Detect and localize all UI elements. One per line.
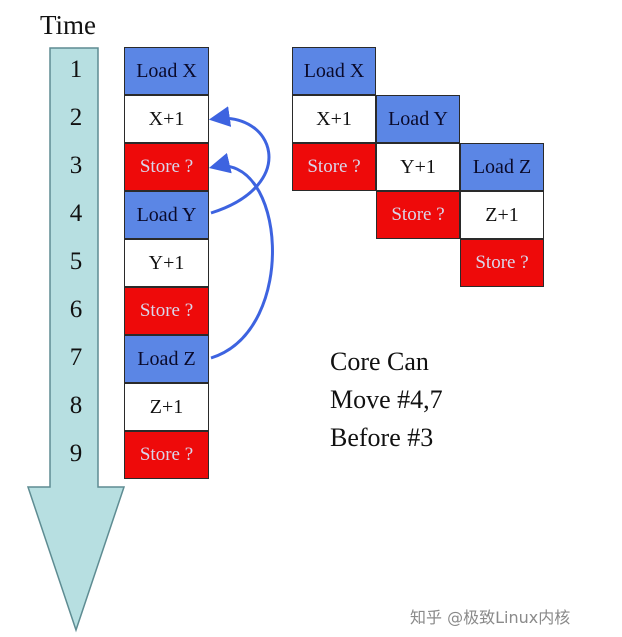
note-line-3: Before #3 [330, 423, 434, 452]
reordered-cell-load-z: Load Z [460, 143, 544, 191]
time-step-3: 3 [69, 152, 83, 179]
time-step-7: 7 [69, 344, 83, 371]
time-step-2: 2 [69, 104, 83, 131]
core-reorder-note: Core Can Move #4,7 Before #3 [330, 343, 443, 457]
reordered-cell-store-x: Store ? [292, 143, 376, 191]
reordered-cell-z-plus-1: Z+1 [460, 191, 544, 239]
note-line-1: Core Can [330, 347, 429, 376]
program-cell-2: X+1 [124, 95, 209, 143]
time-step-9: 9 [69, 440, 83, 467]
reordered-cell-y-plus-1: Y+1 [376, 143, 460, 191]
time-step-6: 6 [69, 296, 83, 323]
program-cell-3: Store ? [124, 143, 209, 191]
program-cell-8: Z+1 [124, 383, 209, 431]
reordered-cell-store-y: Store ? [376, 191, 460, 239]
time-step-1: 1 [69, 56, 83, 83]
reordered-cell-load-y: Load Y [376, 95, 460, 143]
reordered-cell-x-plus-1: X+1 [292, 95, 376, 143]
watermark: 知乎 @极致Linux内核 [410, 608, 571, 627]
time-step-4: 4 [69, 200, 83, 227]
reordered-cell-load-x: Load X [292, 47, 376, 95]
time-axis-title: Time [40, 10, 97, 40]
time-step-5: 5 [69, 248, 83, 275]
program-cell-5: Y+1 [124, 239, 209, 287]
program-cell-7: Load Z [124, 335, 209, 383]
program-cell-9: Store ? [124, 431, 209, 479]
program-cell-1: Load X [124, 47, 209, 95]
note-line-2: Move #4,7 [330, 385, 443, 414]
program-cell-6: Store ? [124, 287, 209, 335]
reordered-cell-store-z: Store ? [460, 239, 544, 287]
program-cell-4: Load Y [124, 191, 209, 239]
time-step-8: 8 [69, 392, 83, 419]
